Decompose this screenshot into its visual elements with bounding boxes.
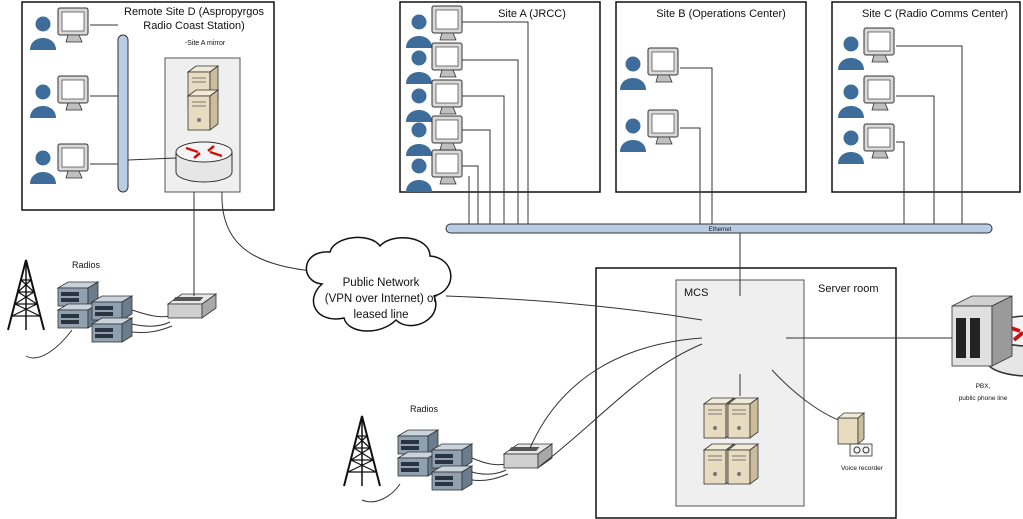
bottom-network-switch xyxy=(503,443,553,469)
server-room: Server room MCS Voice recorder xyxy=(595,233,1023,519)
site-b-box xyxy=(615,1,807,193)
site-d-to-cloud-link xyxy=(221,191,321,273)
ethernet-bus: Ethernet xyxy=(445,223,993,234)
bottom-switch-to-mcs-link xyxy=(529,337,703,449)
bottom-radio-site: Radios xyxy=(343,337,703,503)
remote-site-d-title-2: Radio Coast Station) xyxy=(143,20,245,32)
site-a-mirror-label: -Site A mirror xyxy=(185,40,226,47)
cloud-label-1: Public Network xyxy=(343,277,420,289)
site-b-title: Site B (Operations Center) xyxy=(656,8,786,20)
site-c-title: Site C (Radio Comms Center) xyxy=(862,8,1008,20)
bottom-radios xyxy=(397,429,473,491)
cloud-label-3: leased line xyxy=(354,309,409,321)
site-d-router xyxy=(174,140,234,184)
site-c: Site C (Radio Comms Center) xyxy=(831,1,1021,224)
bottom-radios-label: Radios xyxy=(410,404,439,414)
site-a-title: Site A (JRCC) xyxy=(498,8,566,20)
site-a: Site A (JRCC) xyxy=(399,1,601,224)
server-room-title: Server room xyxy=(818,283,879,295)
site-a-box xyxy=(399,1,601,193)
remote-site-d: Remote Site D (Aspropyrgos Radio Coast S… xyxy=(21,1,275,211)
site-d-bus xyxy=(117,34,129,193)
public-network-cloud: Public Network (VPN over Internet) or le… xyxy=(305,236,452,332)
voice-recorder xyxy=(836,412,873,457)
voice-recorder-label: Voice recorder xyxy=(841,465,884,472)
pbx-label-1: PBX, xyxy=(976,383,991,390)
site-d-user-2 xyxy=(30,75,118,118)
bottom-antenna-tower xyxy=(343,415,381,487)
left-radio-site: Radios xyxy=(7,192,217,359)
site-c-users xyxy=(838,27,895,164)
site-d-servers xyxy=(187,65,219,131)
cloud-to-mcs-link xyxy=(445,295,703,321)
site-b: Site B (Operations Center) xyxy=(615,1,807,224)
pbx-label-2: public phone line xyxy=(959,395,1008,402)
remote-site-d-title-1: Remote Site D (Aspropyrgos xyxy=(124,6,264,18)
cloud-label-2: (VPN over Internet) or xyxy=(325,293,438,305)
site-d-user-3 xyxy=(30,143,118,184)
left-radios-label: Radios xyxy=(72,260,101,270)
left-network-switch xyxy=(167,293,217,319)
site-d-user-1 xyxy=(30,7,118,50)
mcs-label: MCS xyxy=(684,287,708,299)
ethernet-label: Ethernet xyxy=(709,227,732,233)
pbx xyxy=(951,295,1013,367)
left-antenna-tower xyxy=(7,259,45,331)
